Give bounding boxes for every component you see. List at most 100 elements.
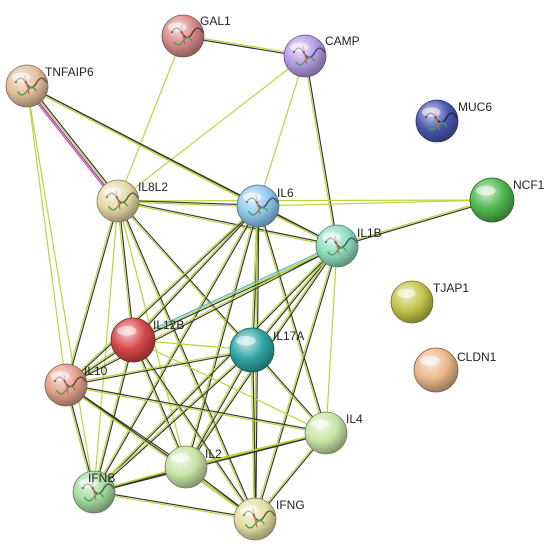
edge-il6-ifnb [92, 205, 260, 493]
node-il17a[interactable]: IL17A [229, 327, 304, 373]
edge-evidence-line [117, 201, 259, 208]
edge-il4-ifnb [93, 431, 327, 494]
edge-il6-il2 [184, 205, 260, 468]
node-label: IFNB [88, 471, 115, 485]
node-il2[interactable]: IL2 [164, 445, 222, 489]
node-camp[interactable]: CAMP [283, 34, 360, 78]
edge-il6-il10 [64, 204, 260, 387]
node-bubble[interactable] [110, 317, 156, 363]
edge-evidence-line [116, 200, 133, 341]
node-highlight [321, 232, 341, 242]
edge-il17a-ifng [250, 349, 257, 520]
edge-evidence-line [336, 198, 493, 246]
node-highlight [116, 325, 137, 336]
node-highlight [167, 22, 187, 32]
node-bubble[interactable] [164, 445, 208, 489]
node-gal1[interactable]: GAL1 [161, 14, 231, 58]
edge-evidence-line [252, 205, 260, 351]
edge-evidence-line [117, 199, 259, 206]
node-il4[interactable]: IL4 [304, 411, 363, 455]
edge-evidence-line [257, 55, 306, 207]
edge-gal1-il8l2 [117, 35, 184, 202]
edge-evidence-line [131, 243, 337, 340]
node-bubble[interactable] [229, 327, 275, 373]
node-il1b[interactable]: IL1B [315, 224, 382, 268]
node-highlight [396, 288, 416, 298]
edge-evidence-line [253, 245, 337, 520]
node-highlight [78, 478, 98, 488]
node-label: IL17A [273, 329, 304, 343]
edge-evidence-line [93, 245, 339, 494]
edge-evidence-line [131, 339, 186, 468]
edge-evidence-line [65, 244, 338, 385]
node-label: CAMP [325, 34, 360, 48]
edge-evidence-line [250, 205, 258, 351]
node-highlight [419, 355, 440, 366]
edge-evidence-line [28, 83, 121, 201]
node-bubble[interactable] [413, 347, 459, 393]
edge-evidence-line [256, 205, 326, 434]
node-ncf1[interactable]: NCF1 [469, 177, 545, 223]
edge-il1b-il10 [65, 244, 338, 387]
edge-evidence-line [303, 55, 337, 247]
node-highlight [242, 192, 262, 202]
node-il6[interactable]: IL6 [236, 184, 294, 228]
node-cldn1[interactable]: CLDN1 [413, 347, 497, 393]
node-label: GAL1 [200, 14, 231, 28]
node-label: IL4 [346, 412, 363, 426]
edge-evidence-line [64, 385, 256, 521]
edge-evidence-line [65, 385, 327, 435]
node-bubble[interactable] [469, 177, 515, 223]
node-tjap1[interactable]: TJAP1 [390, 280, 469, 324]
edge-il1b-ifng [253, 245, 339, 520]
edge-evidence-line [184, 205, 258, 468]
edge-evidence-line [117, 199, 493, 202]
edge-il8l2-il1b [117, 199, 338, 248]
node-label: CLDN1 [457, 350, 497, 364]
node-ifnb[interactable]: IFNB [72, 470, 116, 514]
edge-evidence-line [26, 85, 67, 386]
edge-evidence-line [65, 348, 253, 385]
edge-ifnb-ifng [93, 490, 256, 521]
edge-evidence-line [325, 245, 338, 434]
edge-evidence-line [93, 431, 327, 492]
node-ifng[interactable]: IFNG [233, 497, 305, 541]
edge-evidence-line [66, 200, 120, 386]
node-label: IFNG [276, 498, 305, 512]
edge-evidence-line [336, 200, 493, 248]
node-highlight [310, 419, 330, 429]
node-label: IL2 [205, 447, 222, 461]
edge-il10-il4 [65, 383, 327, 435]
edge-evidence-line [118, 200, 135, 341]
edge-evidence-line [92, 205, 258, 493]
node-muc6[interactable]: MUC6 [415, 99, 492, 143]
node-il12b[interactable]: IL12B [110, 317, 184, 363]
edge-evidence-line [93, 350, 254, 494]
edge-ncf1-il6 [257, 199, 493, 207]
node-label: NCF1 [513, 178, 545, 192]
node-bubble[interactable] [390, 280, 434, 324]
edge-evidence-line [94, 339, 135, 493]
node-il10[interactable]: IL10 [44, 363, 108, 407]
edge-il8l2-il12b [116, 200, 135, 341]
edge-il8l2-il10 [64, 200, 120, 386]
node-label: IL10 [84, 364, 108, 378]
edge-evidence-line [117, 35, 184, 202]
edge-evidence-line [92, 244, 338, 493]
node-highlight [235, 335, 256, 346]
edge-evidence-line [118, 200, 257, 520]
network-edges [24, 34, 493, 521]
edge-il6-il4 [256, 205, 328, 434]
edge-evidence-line [92, 348, 253, 492]
edge-evidence-line [252, 349, 257, 520]
node-label: IL6 [277, 186, 294, 200]
edge-evidence-line [117, 55, 306, 202]
edge-evidence-line [64, 204, 259, 385]
node-tnfaip6[interactable]: TNFAIP6 [5, 64, 94, 108]
node-il8l2[interactable]: IL8L2 [96, 179, 168, 223]
node-bubble[interactable] [304, 411, 348, 455]
node-label: MUC6 [458, 100, 492, 114]
edge-ncf1-il1b [336, 198, 493, 248]
edge-evidence-line [117, 199, 338, 246]
